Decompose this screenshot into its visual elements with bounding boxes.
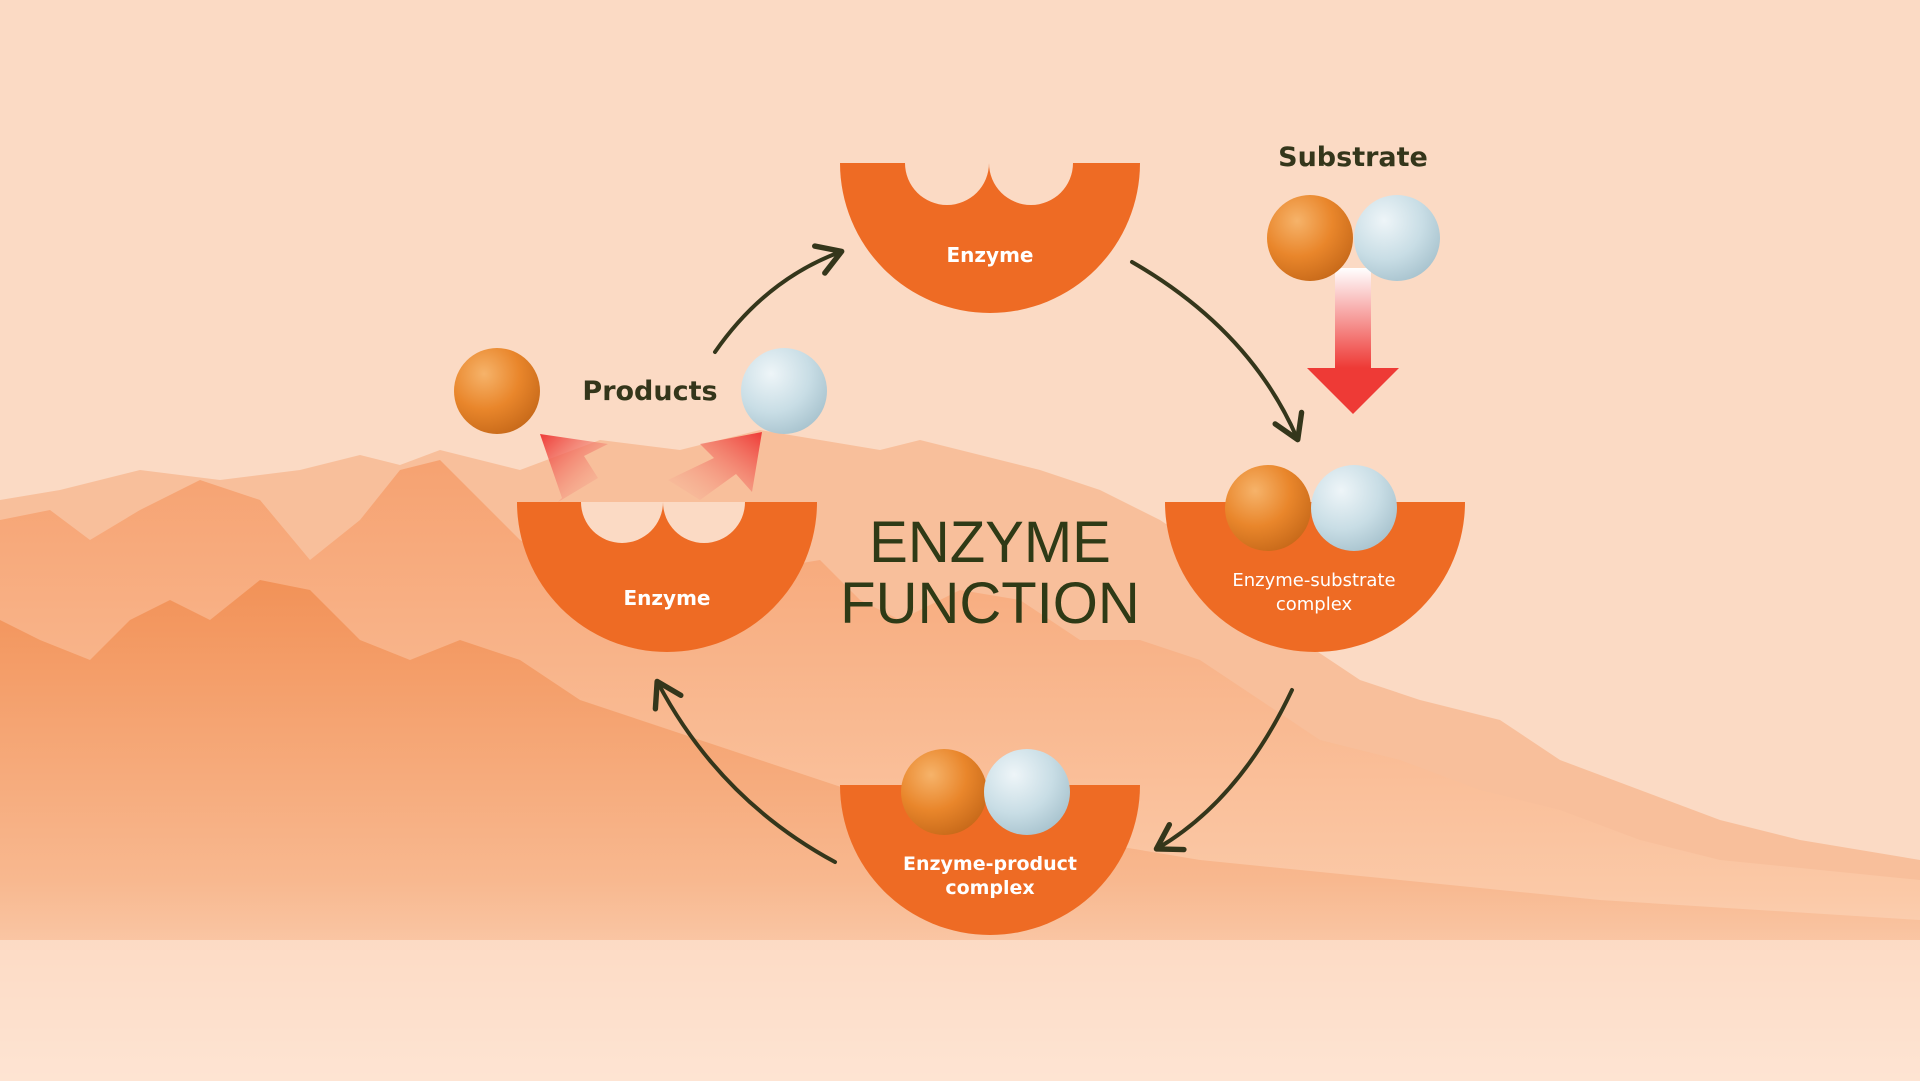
enzyme-top-shape — [840, 163, 1140, 313]
ep-complex-label-2: complex — [945, 877, 1034, 899]
product-blue-molecule — [741, 348, 827, 434]
ep-orange-molecule — [901, 749, 987, 835]
products-label: Products — [582, 376, 717, 407]
products-group: Products — [454, 348, 827, 434]
arrow-products-to-enzyme — [713, 243, 845, 354]
ep-blue-molecule — [984, 749, 1070, 835]
es-orange-molecule — [1225, 465, 1311, 551]
substrate-orange-molecule — [1267, 195, 1353, 281]
substrate-blue-molecule — [1354, 195, 1440, 281]
enzyme-left-shape — [517, 502, 817, 652]
enzyme-product-complex: Enzyme-product complex — [840, 749, 1140, 935]
arrow-complex-to-product-complex — [1153, 688, 1294, 853]
enzyme-left-pockets — [581, 502, 745, 543]
enzyme-substrate-complex: Enzyme-substrate complex — [1165, 465, 1465, 652]
es-blue-molecule — [1311, 465, 1397, 551]
mountain-bottom-haze — [0, 940, 1920, 1081]
mountain-background — [0, 430, 1920, 1081]
arrow-enzyme-to-complex — [1130, 260, 1305, 443]
enzyme-top-pockets — [905, 163, 1073, 205]
arrow-product-complex-to-enzyme — [652, 678, 837, 864]
ep-complex-label-1: Enzyme-product — [903, 853, 1077, 875]
product-arrow-right — [668, 432, 762, 500]
title-line-1: ENZYME — [869, 510, 1111, 575]
cycle-arrows — [652, 243, 1305, 864]
title-line-2: FUNCTION — [840, 571, 1140, 636]
diagram-title: ENZYME FUNCTION — [840, 510, 1140, 636]
enzyme-left-label: Enzyme — [624, 586, 711, 610]
products-flow-arrows — [540, 432, 762, 502]
product-arrow-left — [540, 434, 608, 502]
substrate-flow-arrow — [1307, 268, 1399, 414]
es-complex-label-2: complex — [1276, 594, 1353, 615]
enzyme-top-label: Enzyme — [947, 243, 1034, 267]
enzyme-top: Enzyme — [840, 163, 1140, 313]
enzyme-left: Enzyme — [517, 502, 817, 652]
substrate-group: Substrate — [1267, 142, 1440, 281]
substrate-label: Substrate — [1278, 142, 1428, 173]
es-complex-label-1: Enzyme-substrate — [1232, 570, 1395, 591]
product-orange-molecule — [454, 348, 540, 434]
